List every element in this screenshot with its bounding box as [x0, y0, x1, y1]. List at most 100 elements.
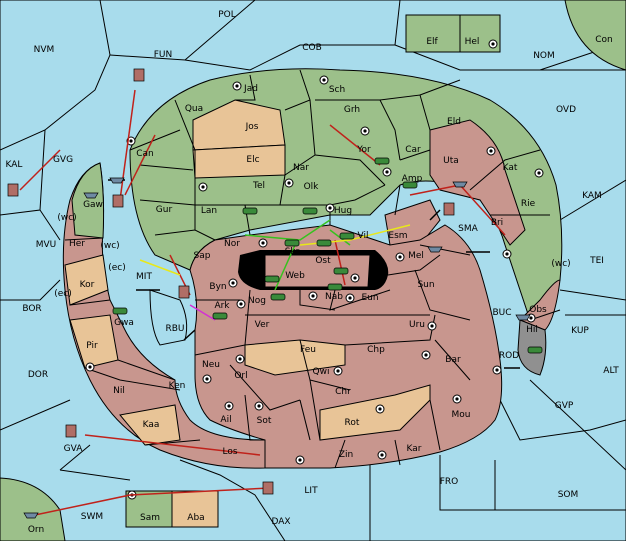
province-label: Kat: [503, 163, 518, 173]
sea-label: ALT: [603, 366, 619, 376]
province-label: Nil: [113, 386, 125, 396]
sea-label: NOM: [533, 51, 555, 61]
province-label: Olk: [304, 182, 320, 192]
province-label: Nog: [248, 296, 266, 306]
province-label: Gur: [156, 205, 173, 215]
province-label: Vil: [358, 231, 369, 241]
sea-label: BOR: [22, 304, 41, 314]
province-gaw[interactable]: [71, 162, 105, 239]
sea-label: SOM: [558, 490, 579, 500]
sea-label: MVU: [36, 240, 57, 250]
province-label: Hil: [526, 325, 538, 335]
sea-label: (ec): [54, 289, 72, 299]
province-cow[interactable]: [0, 477, 66, 541]
province-label: Car: [405, 145, 421, 155]
province-label: Hug: [334, 206, 352, 216]
province-label: Uta: [443, 156, 459, 166]
units: [7, 68, 543, 519]
province-label: Sun: [417, 280, 434, 290]
province-label: Can: [136, 149, 154, 159]
province-label: Sch: [329, 85, 345, 95]
province-kor[interactable]: [64, 254, 109, 306]
province-label: Skr: [285, 247, 300, 257]
province-label: Elf: [426, 37, 438, 47]
province-label: Elc: [246, 155, 259, 165]
sea-label: (wc): [551, 259, 570, 269]
province-elc[interactable]: [192, 144, 286, 179]
province-ail[interactable]: [119, 404, 181, 446]
province-label: Qua: [185, 104, 203, 114]
province-label: Amp: [402, 174, 423, 184]
province-label: Kor: [80, 280, 95, 290]
sea-label: POL: [218, 10, 236, 20]
province-label: Eun: [361, 293, 378, 303]
sea-label: LIT: [304, 486, 318, 496]
province-label: Tel: [252, 181, 265, 191]
province-label: Byn: [209, 282, 226, 292]
province-label: Orn: [28, 525, 44, 535]
sea-label: (ec): [108, 263, 126, 273]
province-elf-hel[interactable]: [405, 14, 501, 53]
province-uta[interactable]: [429, 119, 526, 246]
province-label: Sot: [257, 416, 272, 426]
province-label: Zin: [339, 450, 353, 460]
province-label: Eld: [447, 117, 461, 127]
sea-label: KAL: [6, 160, 23, 170]
province-label: Jos: [245, 122, 259, 132]
province-label: Ark: [214, 301, 230, 311]
province-label: Kaa: [143, 420, 160, 430]
province-label: Nab: [325, 292, 343, 302]
province-esm[interactable]: [384, 199, 441, 246]
province-label: Uru: [409, 320, 425, 330]
province-label: Ail: [220, 415, 231, 425]
province-label: Qwi: [313, 367, 330, 377]
sea-label: RBU: [165, 324, 184, 334]
province-label: Nar: [293, 163, 309, 173]
sea-label: KAM: [582, 191, 602, 201]
orders: [19, 89, 520, 516]
sea-label: (wc): [100, 241, 119, 251]
province-label: Rie: [521, 199, 536, 209]
sea-label: (wc): [57, 213, 76, 223]
province-label: Esm: [388, 231, 407, 241]
province-label: Rot: [345, 418, 360, 428]
sea-label: DAX: [271, 517, 290, 527]
sea-label: SMA: [458, 224, 478, 234]
province-label: Mel: [408, 251, 424, 261]
province-label: Pir: [86, 341, 98, 351]
province-label: Neu: [202, 360, 220, 370]
province-label: Los: [222, 447, 237, 457]
province-label: Her: [69, 239, 85, 249]
province-label: Obs: [529, 305, 547, 315]
province-label: Ost: [315, 256, 331, 266]
province-label: Bri: [491, 218, 503, 228]
province-label: Lan: [201, 206, 217, 216]
province-label: Sam: [140, 513, 160, 523]
sea-label: GVA: [64, 444, 84, 454]
province-label: Kar: [407, 444, 422, 454]
province-label: Jad: [243, 84, 258, 94]
province-label: Gwa: [114, 318, 134, 328]
province-label: Ver: [255, 320, 270, 330]
province-label: Bar: [445, 355, 461, 365]
sea-label: NVM: [34, 45, 55, 55]
province-label: Chr: [335, 387, 351, 397]
province-label: Sap: [194, 251, 211, 261]
sea-label: COB: [302, 43, 322, 53]
province-label: Chp: [367, 345, 385, 355]
sea-label: KUP: [571, 326, 589, 336]
province-label: Con: [595, 35, 613, 45]
province-label: Grh: [344, 105, 360, 115]
province-label: Yor: [356, 145, 371, 155]
sea-label: TEI: [589, 256, 604, 266]
sea-label: GVP: [555, 401, 574, 411]
province-label: Nor: [224, 239, 240, 249]
sea-label: MIT: [136, 272, 152, 282]
sea-label: OVD: [556, 105, 576, 115]
sea-label: SWM: [81, 512, 103, 522]
province-orn[interactable]: [171, 490, 219, 528]
